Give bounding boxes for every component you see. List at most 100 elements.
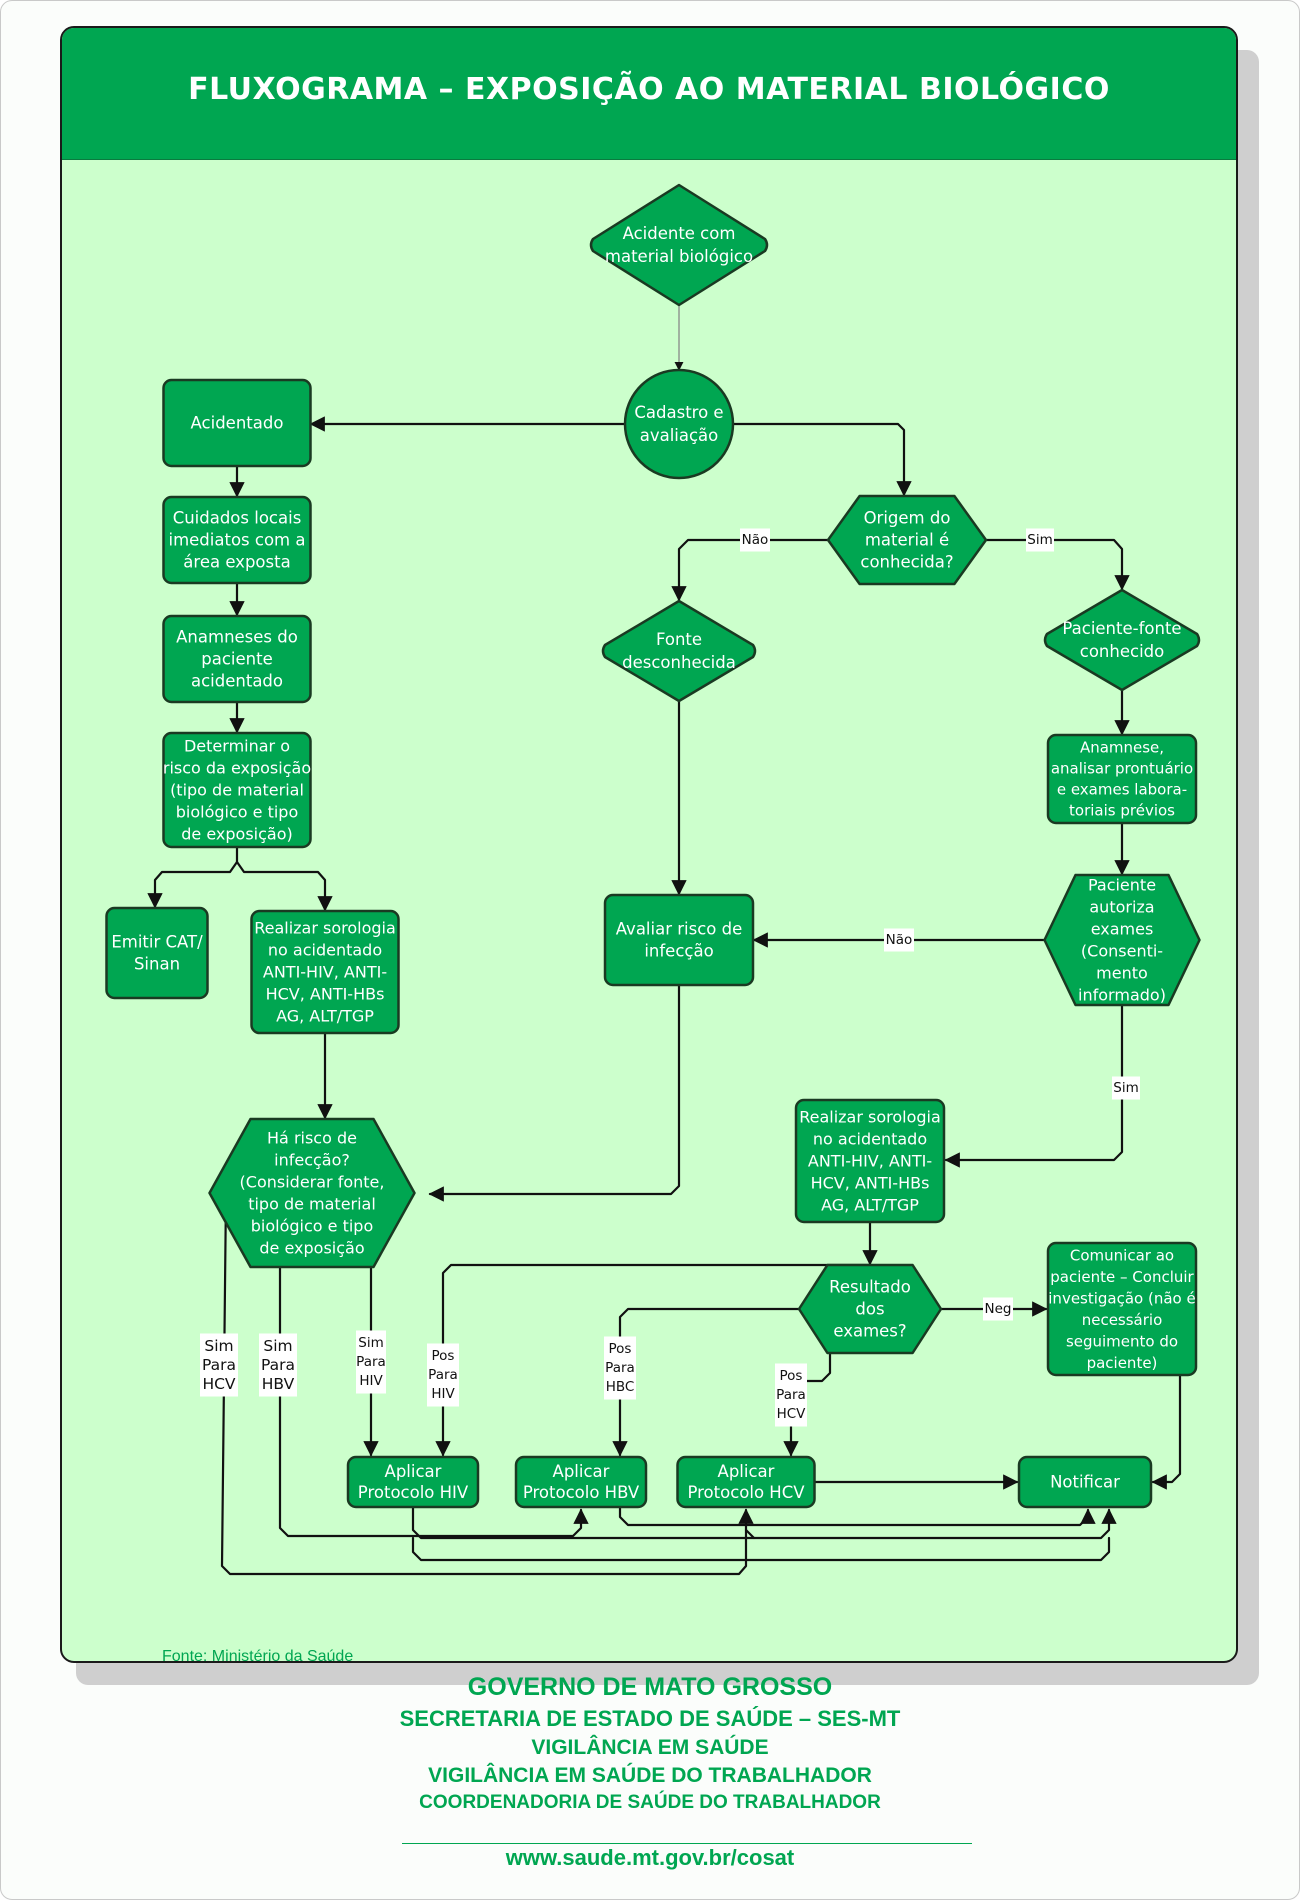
- edge-label-background: [356, 1330, 386, 1394]
- node-risco-infeccao-line: de exposição: [259, 1239, 364, 1258]
- node-avaliar-risco-line: Avaliar risco de: [616, 920, 743, 939]
- node-resultado-line: dos: [855, 1300, 884, 1319]
- node-protocolo-hbv-line: Protocolo HBV: [523, 1483, 640, 1502]
- source-note: Fonte: Ministério da Saúde: [162, 1648, 354, 1663]
- node-sorologia-right-line: HCV, ANTI-HBs: [811, 1174, 930, 1193]
- node-cadastro: Cadastro e avaliação: [623, 368, 735, 480]
- edge-label-background: [200, 1333, 238, 1397]
- node-protocolo-hiv-line: Aplicar: [385, 1462, 442, 1481]
- node-sorologia-left-line: Realizar sorologia: [254, 919, 396, 938]
- node-protocolo-hcv-line: Aplicar: [718, 1462, 775, 1481]
- edge-cadastro-to-origem: [731, 422, 912, 497]
- node-comunicar-line: necessário: [1082, 1311, 1163, 1329]
- edge-label-sim-origem-line: Sim: [1027, 532, 1052, 548]
- edge-protocolo-hiv-to-notificar: [411, 1505, 1117, 1540]
- edge-label-sim-hiv-line: HIV: [359, 1373, 383, 1389]
- node-paciente-autoriza-line: (Consenti-: [1081, 942, 1163, 961]
- node-start-shape: [589, 183, 769, 307]
- edge-label-sim-hbv-line: HBV: [262, 1375, 295, 1393]
- edge-label-nao-origem: Não: [740, 528, 770, 552]
- node-paciente-autoriza-line: autoriza: [1089, 898, 1154, 917]
- node-anamnese-prontuario-line: toriais prévios: [1069, 802, 1175, 820]
- node-origem-line: Origem do: [864, 509, 951, 528]
- node-fonte-desconhecida-line: Fonte: [656, 630, 702, 649]
- node-sorologia-right-line: Realizar sorologia: [799, 1108, 941, 1127]
- edge-label-pos-hiv-line: Para: [428, 1367, 458, 1383]
- edge-risco-hcv-join-notificar: [744, 1528, 756, 1540]
- edge-label-pos-hbc-line: Pos: [609, 1341, 632, 1357]
- edge-label-background: [259, 1333, 297, 1397]
- node-determinar-line: Determinar o: [184, 737, 290, 756]
- node-notificar-line: Notificar: [1050, 1473, 1120, 1492]
- edge-label-sim-hbv-line: Para: [261, 1356, 295, 1374]
- edge-label-sim-hiv-line: Para: [356, 1354, 386, 1370]
- edge-label-neg: Neg: [983, 1297, 1013, 1321]
- node-risco-infeccao-shape: [208, 1117, 416, 1269]
- node-sorologia-right-line: AG, ALT/TGP: [821, 1196, 919, 1215]
- page-title: FLUXOGRAMA – EXPOSIÇÃO AO MATERIAL BIOLÓ…: [188, 72, 1110, 107]
- edge-label-pos-hcv-line: Pos: [780, 1368, 803, 1384]
- edge-label-nao-autoriza: Não: [884, 928, 914, 952]
- node-fonte-desconhecida-line: desconhecida: [622, 653, 736, 672]
- node-sorologia-right-line: no acidentado: [813, 1130, 927, 1149]
- edge-label-sim-hcv-line: HCV: [202, 1375, 235, 1393]
- node-comunicar-line: seguimento do: [1066, 1332, 1178, 1350]
- edge-avaliar-to-risco: [428, 983, 681, 1202]
- edge-protocolo-hbv-to-notificar: [618, 1505, 1096, 1527]
- edge-label-sim-hcv-line: Sim: [204, 1337, 233, 1355]
- footer-website: www.saude.mt.gov.br/cosat: [505, 1845, 795, 1870]
- node-cadastro-line: Cadastro e: [634, 403, 723, 422]
- node-paciente-autoriza: Pacienteautorizaexames(Consenti-mentoinf…: [1043, 873, 1201, 1007]
- node-paciente-autoriza-line: informado): [1078, 986, 1166, 1005]
- node-avaliar-risco-shape: [603, 893, 755, 987]
- node-risco-infeccao-line: (Considerar fonte,: [240, 1173, 385, 1192]
- edge-label-nao-origem-line: Não: [742, 532, 769, 548]
- node-paciente-autoriza-line: mento: [1096, 964, 1148, 983]
- node-anamneses-line: acidentado: [191, 672, 283, 691]
- node-cuidados-shape: [162, 495, 312, 585]
- edge-comunicar-to-notificar: [1151, 1373, 1182, 1490]
- footer-secretariat: SECRETARIA DE ESTADO DE SAÚDE – SES-MT: [399, 1706, 901, 1731]
- node-sorologia-left-line: AG, ALT/TGP: [276, 1007, 374, 1026]
- edge-risco-sim-hbv: [278, 1265, 589, 1538]
- node-protocolo-hcv-shape: [676, 1455, 816, 1509]
- node-risco-infeccao-line: tipo de material: [248, 1195, 376, 1214]
- node-paciente-fonte-shape: [1043, 588, 1201, 692]
- node-paciente-autoriza-line: Paciente: [1088, 876, 1156, 895]
- node-cuidados-line: Cuidados locais: [173, 509, 302, 528]
- node-cadastro-line: avaliação: [640, 426, 719, 445]
- footer-coordenadoria: COORDENADORIA DE SAÚDE DO TRABALHADOR: [419, 1792, 881, 1813]
- node-acidentado-shape: [162, 378, 312, 468]
- edge-hbv-bottom-join: [411, 1536, 1111, 1562]
- footer-government: GOVERNO DE MATO GROSSO: [467, 1673, 833, 1701]
- node-paciente-fonte-line: Paciente-fonte: [1062, 619, 1181, 638]
- node-comunicar-shape: [1046, 1241, 1198, 1377]
- node-sorologia-left-line: ANTI-HIV, ANTI-: [263, 963, 387, 982]
- edge-label-background: [775, 1363, 807, 1427]
- edge-determinar-split-right: [235, 860, 333, 912]
- node-fonte-desconhecida-shape: [601, 599, 757, 703]
- node-comunicar-line: Comunicar ao: [1070, 1246, 1174, 1264]
- edge-label-pos-hiv-line: Pos: [432, 1348, 455, 1364]
- node-anamneses-shape: [162, 614, 312, 704]
- node-risco-infeccao-line: infecção?: [274, 1151, 350, 1170]
- node-start-line: Acidente com: [623, 224, 736, 243]
- node-anamneses-line: Anamneses do: [176, 628, 298, 647]
- node-acidentado: Acidentado: [162, 378, 312, 468]
- edge-label-pos-hcv-line: HCV: [777, 1406, 807, 1422]
- header-bar: FLUXOGRAMA – EXPOSIÇÃO AO MATERIAL BIOLÓ…: [62, 28, 1236, 160]
